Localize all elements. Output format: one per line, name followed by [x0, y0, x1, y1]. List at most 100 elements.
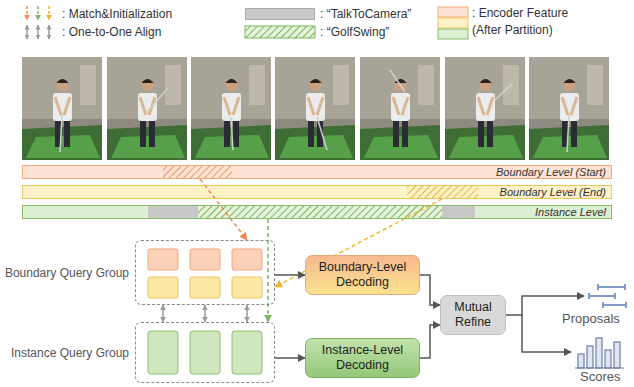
- proposal-tick: [597, 284, 599, 290]
- connector: [420, 325, 440, 358]
- golf-club: [317, 117, 327, 150]
- query-group: Instance Query Group: [11, 322, 275, 383]
- video-frame: [107, 57, 187, 160]
- feature-bar: Instance Level: [22, 205, 612, 219]
- bar-fill: [22, 205, 612, 219]
- instance-query: [232, 331, 262, 374]
- legend-hatch-swatch: [245, 26, 315, 38]
- boundary-query: [190, 277, 220, 298]
- feature-bar: Boundary Level (Start): [22, 165, 612, 179]
- score-bar: [587, 346, 593, 368]
- golfswing-segment: [407, 185, 478, 199]
- legend-item: : Encoder Feature (After Partition): [472, 5, 584, 39]
- group-label: Instance Query Group: [11, 346, 129, 360]
- proposal-tick: [588, 293, 590, 299]
- boundary-query: [232, 277, 262, 298]
- boundary-queries: [148, 249, 262, 298]
- connector: [200, 179, 247, 240]
- group-label: Boundary Query Group: [5, 266, 129, 280]
- legend-text: : “TalkToCamera”: [320, 7, 430, 21]
- query-group: Boundary Query Group: [5, 240, 275, 305]
- video-frame: [529, 57, 609, 160]
- feature-bar: Boundary Level (End): [22, 185, 612, 199]
- talk-segment: [442, 205, 475, 219]
- connector: [267, 219, 269, 322]
- legend-text: : “GolfSwing”: [320, 25, 430, 39]
- boundary-query: [148, 249, 178, 270]
- video-frames: [22, 57, 609, 160]
- connector: [162, 305, 164, 322]
- bar-label: Boundary Level (End): [500, 186, 606, 198]
- legend-item: : “TalkToCamera”: [320, 7, 430, 21]
- legend-swatch: [245, 8, 315, 20]
- label-text: Proposals: [562, 311, 620, 326]
- score-bar: [578, 354, 584, 368]
- box-label: Instance-Level Decoding: [310, 343, 415, 373]
- legend-arrow: [48, 6, 50, 20]
- legend-swatch: [438, 29, 468, 39]
- legend-arrow: [26, 6, 28, 20]
- proposal-line: [603, 304, 626, 306]
- score-bar: [605, 350, 611, 368]
- legend-double-arrow: [37, 25, 39, 39]
- video-frame: [22, 57, 102, 160]
- golf-club: [147, 88, 168, 112]
- golfswing-segment: [163, 165, 232, 179]
- golf-club: [495, 84, 512, 100]
- scores-icon: [575, 338, 624, 368]
- instance-queries: [148, 331, 262, 374]
- proposals-icon: [589, 284, 626, 308]
- connector: [275, 274, 305, 276]
- proposal-tick: [625, 302, 627, 308]
- refine-box: Mutual Refine: [440, 295, 506, 335]
- dashed-frame: [135, 240, 275, 305]
- talk-segment: [148, 205, 198, 219]
- score-bar: [614, 342, 620, 368]
- output-label: Scores: [580, 369, 620, 384]
- instance-query: [148, 331, 178, 374]
- output-label: Proposals: [562, 311, 620, 326]
- decoder-box: Instance-Level Decoding: [305, 338, 420, 378]
- proposal-line: [598, 286, 625, 288]
- proposal-line: [589, 295, 615, 297]
- legend-text: : Match&Initialization: [62, 7, 237, 21]
- boundary-query: [190, 249, 220, 270]
- legend-double-arrow: [26, 25, 28, 39]
- golf-club: [60, 115, 62, 152]
- golf-club: [567, 115, 569, 152]
- legend-swatch: [438, 7, 468, 17]
- score-axis: [575, 367, 624, 368]
- proposal-tick: [624, 284, 626, 290]
- bar-label: Boundary Level (Start): [496, 166, 606, 178]
- boundary-query: [232, 249, 262, 270]
- boundary-query: [148, 277, 178, 298]
- dashed-frame: [135, 322, 275, 383]
- bar-label: Instance Level: [535, 206, 606, 218]
- legend-item: : Match&Initialization: [62, 7, 237, 21]
- bar-fill: [22, 165, 612, 179]
- decoder-box: Boundary-Level Decoding: [305, 255, 420, 295]
- proposal-tick: [602, 302, 604, 308]
- connector: [246, 305, 248, 322]
- connector: [275, 357, 305, 359]
- score-bar: [596, 338, 602, 368]
- instance-query: [190, 331, 220, 374]
- box-label: Mutual Refine: [445, 300, 501, 330]
- connector: [204, 305, 206, 322]
- video-frame: [275, 57, 355, 160]
- box-label: Boundary-Level Decoding: [310, 260, 415, 290]
- video-frame: [191, 57, 271, 160]
- video-frame: [360, 57, 440, 160]
- legend-swatch: [438, 18, 468, 28]
- legend-text: : Encoder Feature (After Partition): [472, 5, 584, 39]
- legend-text: : One-to-One Align: [62, 25, 237, 39]
- golfswing-segment: [198, 205, 442, 219]
- proposal-tick: [614, 293, 616, 299]
- golf-club: [231, 117, 233, 150]
- legend-double-arrow: [48, 25, 50, 39]
- video-frame: [445, 57, 525, 160]
- connector: [420, 275, 440, 305]
- bar-fill: [22, 185, 612, 199]
